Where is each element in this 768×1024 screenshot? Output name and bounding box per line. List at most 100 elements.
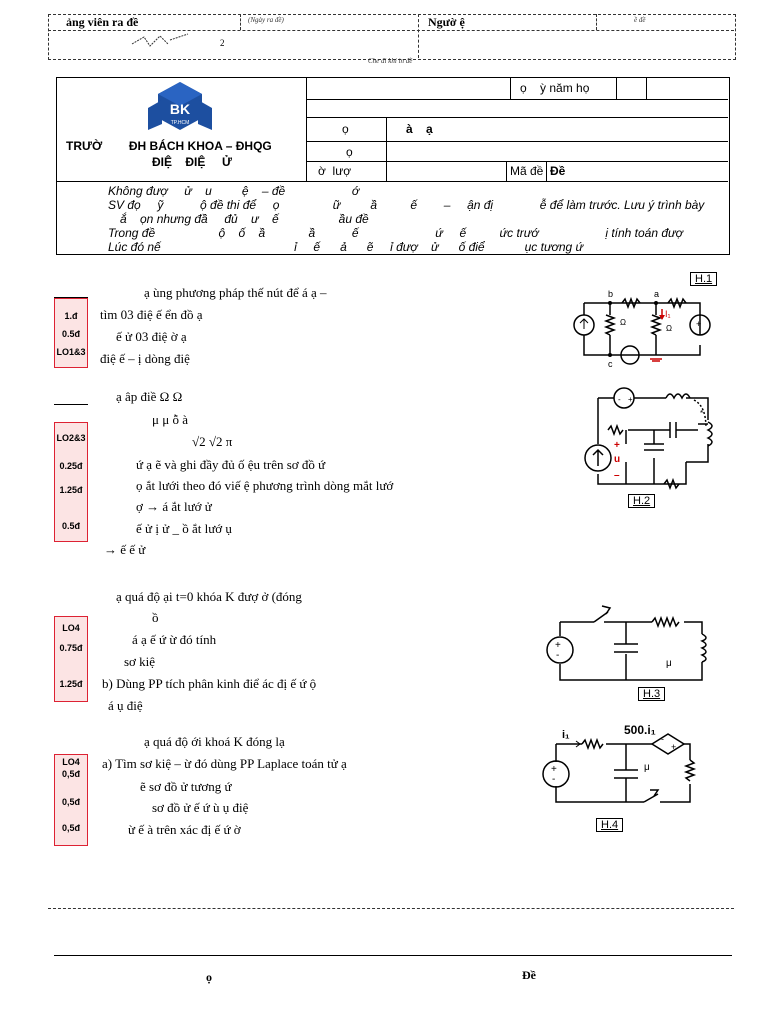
fig-label-h3: H.3 xyxy=(638,687,666,701)
signature-scribble xyxy=(131,33,189,47)
q2-points: 0.25đ xyxy=(59,461,83,471)
svg-text:+: + xyxy=(614,440,620,451)
reviewer-date: ề đề xyxy=(634,16,646,24)
svg-text:-: - xyxy=(552,774,555,785)
q2-text: ạ âp điề Ω Ω xyxy=(116,389,183,404)
instruction-line: Lúc đó nế ỉ ế ả ẽ ỉ đượ ử ố điể ục tương… xyxy=(108,240,584,254)
duration-label: ờ lượ xyxy=(318,164,352,178)
svg-text:μ: μ xyxy=(666,658,672,669)
dependent-source-label: 500.i₁ xyxy=(624,724,656,737)
svg-text:*: * xyxy=(700,409,703,418)
grid-line xyxy=(506,161,507,181)
footer-right: Đề xyxy=(522,968,536,982)
svg-text:-: - xyxy=(618,395,621,404)
q2-lo-box: LO2&3 0.25đ 1.25đ 0.5đ xyxy=(54,422,88,542)
q3-points: 1.25đ xyxy=(59,679,83,689)
q1-text: ế ử 03 điệ ờ ạ xyxy=(116,329,187,344)
q1-text: điệ ế – ị dòng điệ xyxy=(100,351,190,366)
svg-text:+: + xyxy=(555,640,561,651)
instruction-line: Không đượ ử u ệ – đề ớ xyxy=(108,184,360,198)
q4-text: ạ quá độ ới khoá K đóng lạ xyxy=(144,734,285,749)
q2-text: ế ử ị ử _ ồ ắt lướ ụ xyxy=(136,521,232,536)
q4-points: 0,5đ xyxy=(61,769,80,779)
circuit-h1: I₁ b a c Ω Ω + xyxy=(573,289,711,369)
q2-text: ọ ắt lưới theo đó viế ệ phương trình dòn… xyxy=(136,478,394,493)
q1-text: tìm 03 điệ ế ển đồ ạ xyxy=(100,307,203,322)
q3-points: 0.75đ xyxy=(59,643,83,653)
svg-text:Ω: Ω xyxy=(620,318,626,327)
svg-text:–: – xyxy=(614,470,620,481)
q4-text: a) Tìm sơ kiệ – ừ đó dùng PP Laplace toá… xyxy=(102,756,347,771)
svg-text:i₁: i₁ xyxy=(562,729,570,741)
q4-lo: LO4 xyxy=(62,757,80,767)
circuit-h2: + u – - + * xyxy=(584,387,713,491)
q3-lo: LO4 xyxy=(62,623,80,633)
footer-dashed-line xyxy=(48,908,734,909)
svg-text:I₁: I₁ xyxy=(665,309,671,319)
svg-text:b: b xyxy=(608,289,613,299)
class-label: ọ xyxy=(346,145,353,159)
logo-text: BK xyxy=(170,101,190,117)
strip-vdivider xyxy=(240,14,241,30)
instruction-line: ắ ọn nhưng đầ đủ ư ế ầu đề xyxy=(120,212,369,226)
header-strip xyxy=(48,14,736,60)
svg-text:-: - xyxy=(556,650,559,661)
circuit-h3: + - μ xyxy=(546,605,707,681)
q4-lo-box: LO4 0,5đ 0,5đ 0,5đ xyxy=(54,754,88,846)
svg-text:μ: μ xyxy=(644,762,650,773)
grid-line xyxy=(306,99,728,100)
q4-text: ẽ sơ đồ ử tương ứ xyxy=(140,779,232,794)
footer-left: ọ xyxy=(206,970,212,984)
course-value: à ạ xyxy=(406,122,433,136)
term-label: ọ ỳ năm họ xyxy=(520,81,590,95)
exam-code-value: Đề xyxy=(550,164,566,178)
q2-text: ợ → á ắt lướ ử xyxy=(136,499,212,514)
q1-underline xyxy=(54,297,88,298)
faculty-name: ĐIỆ ĐIỆ Ử xyxy=(152,155,232,169)
q1-points: 0.5đ xyxy=(61,329,80,339)
svg-text:u: u xyxy=(614,454,620,465)
q3-text: ồ xyxy=(152,610,159,625)
header-vline xyxy=(306,77,307,181)
svg-text:Ω: Ω xyxy=(666,324,672,333)
q2-text: √2 √2 π xyxy=(192,434,233,449)
q1-lo: LO1&3 xyxy=(56,347,86,357)
footer-line xyxy=(54,955,732,956)
q3-text: b) Dùng PP tích phân kinh điể ác đị ế ứ … xyxy=(102,676,317,691)
grid-line xyxy=(306,141,728,142)
header-hline xyxy=(56,181,728,182)
grid-line xyxy=(546,161,547,181)
svg-text:+: + xyxy=(628,395,633,404)
grid-line xyxy=(306,117,728,118)
course-label: ọ xyxy=(342,122,349,136)
strip-vdivider xyxy=(418,14,419,58)
q3-text: ạ quá độ ại t=0 khóa K đượ ở (đóng xyxy=(116,589,302,604)
fig-label-h2: H.2 xyxy=(628,494,656,508)
q2-underline xyxy=(54,404,88,405)
small-note: Che đi khi in đề xyxy=(368,57,413,65)
exam-code-label: Mã đề xyxy=(510,164,544,178)
signature-mark: 2 xyxy=(220,38,225,48)
q3-text: á ạ ế ứ ừ đó tính xyxy=(132,632,217,647)
q2-text: → ế ế ử xyxy=(104,542,146,557)
q2-lo: LO2&3 xyxy=(56,433,86,443)
q1-text: ạ ùng phương pháp thế nút để á ạ – xyxy=(144,285,327,300)
date-label: (Ngày ra đề) xyxy=(248,16,284,24)
lecturer-label: ảng viên ra đề xyxy=(66,15,139,29)
svg-text:+: + xyxy=(551,764,557,775)
fig-label-h4: H.4 xyxy=(596,818,624,832)
q4-points: 0,5đ xyxy=(61,797,80,807)
grid-line xyxy=(386,117,387,181)
school-logo: BK TP.HCM xyxy=(148,82,212,130)
q3-text: á ụ điệ xyxy=(108,698,143,713)
q3-text: sơ kiệ xyxy=(124,654,156,669)
svg-text:-: - xyxy=(661,734,664,744)
instruction-line: SV đọ ỹ ộ đề thi để ọ ữ ầ ế – ận đị ễ để… xyxy=(108,198,705,212)
q2-text: μ μ ỗ à xyxy=(152,412,188,427)
grid-line xyxy=(646,77,647,99)
school-name: TRƯỜ ĐH BÁCH KHOA – ĐHQG xyxy=(66,139,272,153)
q4-text: sơ đồ ử ế ứ ù ụ điệ xyxy=(152,800,249,815)
fig-label-h1: H.1 xyxy=(690,272,718,286)
logo-sub: TP.HCM xyxy=(171,120,190,126)
svg-text:+: + xyxy=(696,319,701,329)
